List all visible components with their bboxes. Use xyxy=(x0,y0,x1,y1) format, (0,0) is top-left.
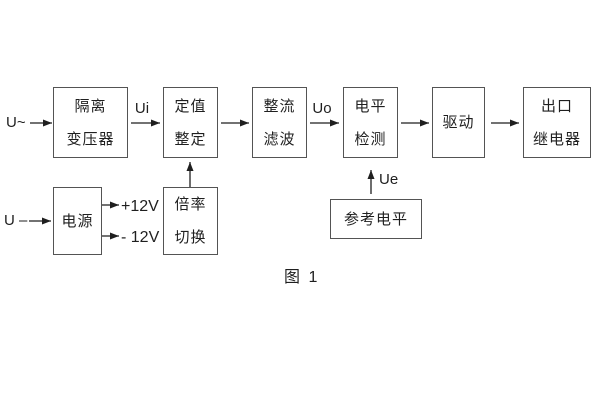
box-label-line: 倍率 xyxy=(174,196,207,213)
box-reference-level: 参考电平 xyxy=(330,199,422,239)
box-label-line: 电平 xyxy=(354,97,387,115)
box-label-line: 滤波 xyxy=(263,130,296,148)
box-label-line: 出口 xyxy=(540,97,573,115)
box-label-line: 检测 xyxy=(354,130,387,148)
box-label-line: 隔离 xyxy=(74,97,107,115)
signal-label-minus12v: - 12V xyxy=(121,229,160,246)
signal-label-uo: Uo xyxy=(312,100,332,117)
box-label-line: 参考电平 xyxy=(343,210,408,228)
box-label-line: 变压器 xyxy=(66,130,115,148)
signal-label-ue: Ue xyxy=(379,171,399,188)
box-level-detection: 电平 检测 xyxy=(343,87,398,158)
signal-label-plus12v: +12V xyxy=(121,198,159,215)
box-label-line: 切换 xyxy=(174,229,207,246)
box-label-line: 整流 xyxy=(263,97,296,115)
box-drive: 驱动 xyxy=(432,87,485,158)
figure-caption: 图 1 xyxy=(284,269,320,286)
box-label-line: 继电器 xyxy=(532,130,581,148)
signal-label-ui: Ui xyxy=(134,100,150,117)
box-label-line: 定值 xyxy=(174,97,207,115)
box-isolation-transformer: 隔离 变压器 xyxy=(53,87,128,158)
box-label-line: 驱动 xyxy=(442,114,475,131)
signal-label-input-ac: U~ xyxy=(6,114,26,131)
signal-label-input-dc: U – xyxy=(4,212,28,229)
box-label-line: 整定 xyxy=(174,130,207,148)
box-rectifier-filter: 整流 滤波 xyxy=(252,87,307,158)
box-power-supply: 电源 xyxy=(53,187,102,255)
box-setting-adjust: 定值 整定 xyxy=(163,87,218,158)
box-output-relay: 出口 继电器 xyxy=(523,87,591,158)
box-label-line: 电源 xyxy=(61,212,94,230)
box-ratio-switch: 倍率 切换 xyxy=(163,187,218,255)
